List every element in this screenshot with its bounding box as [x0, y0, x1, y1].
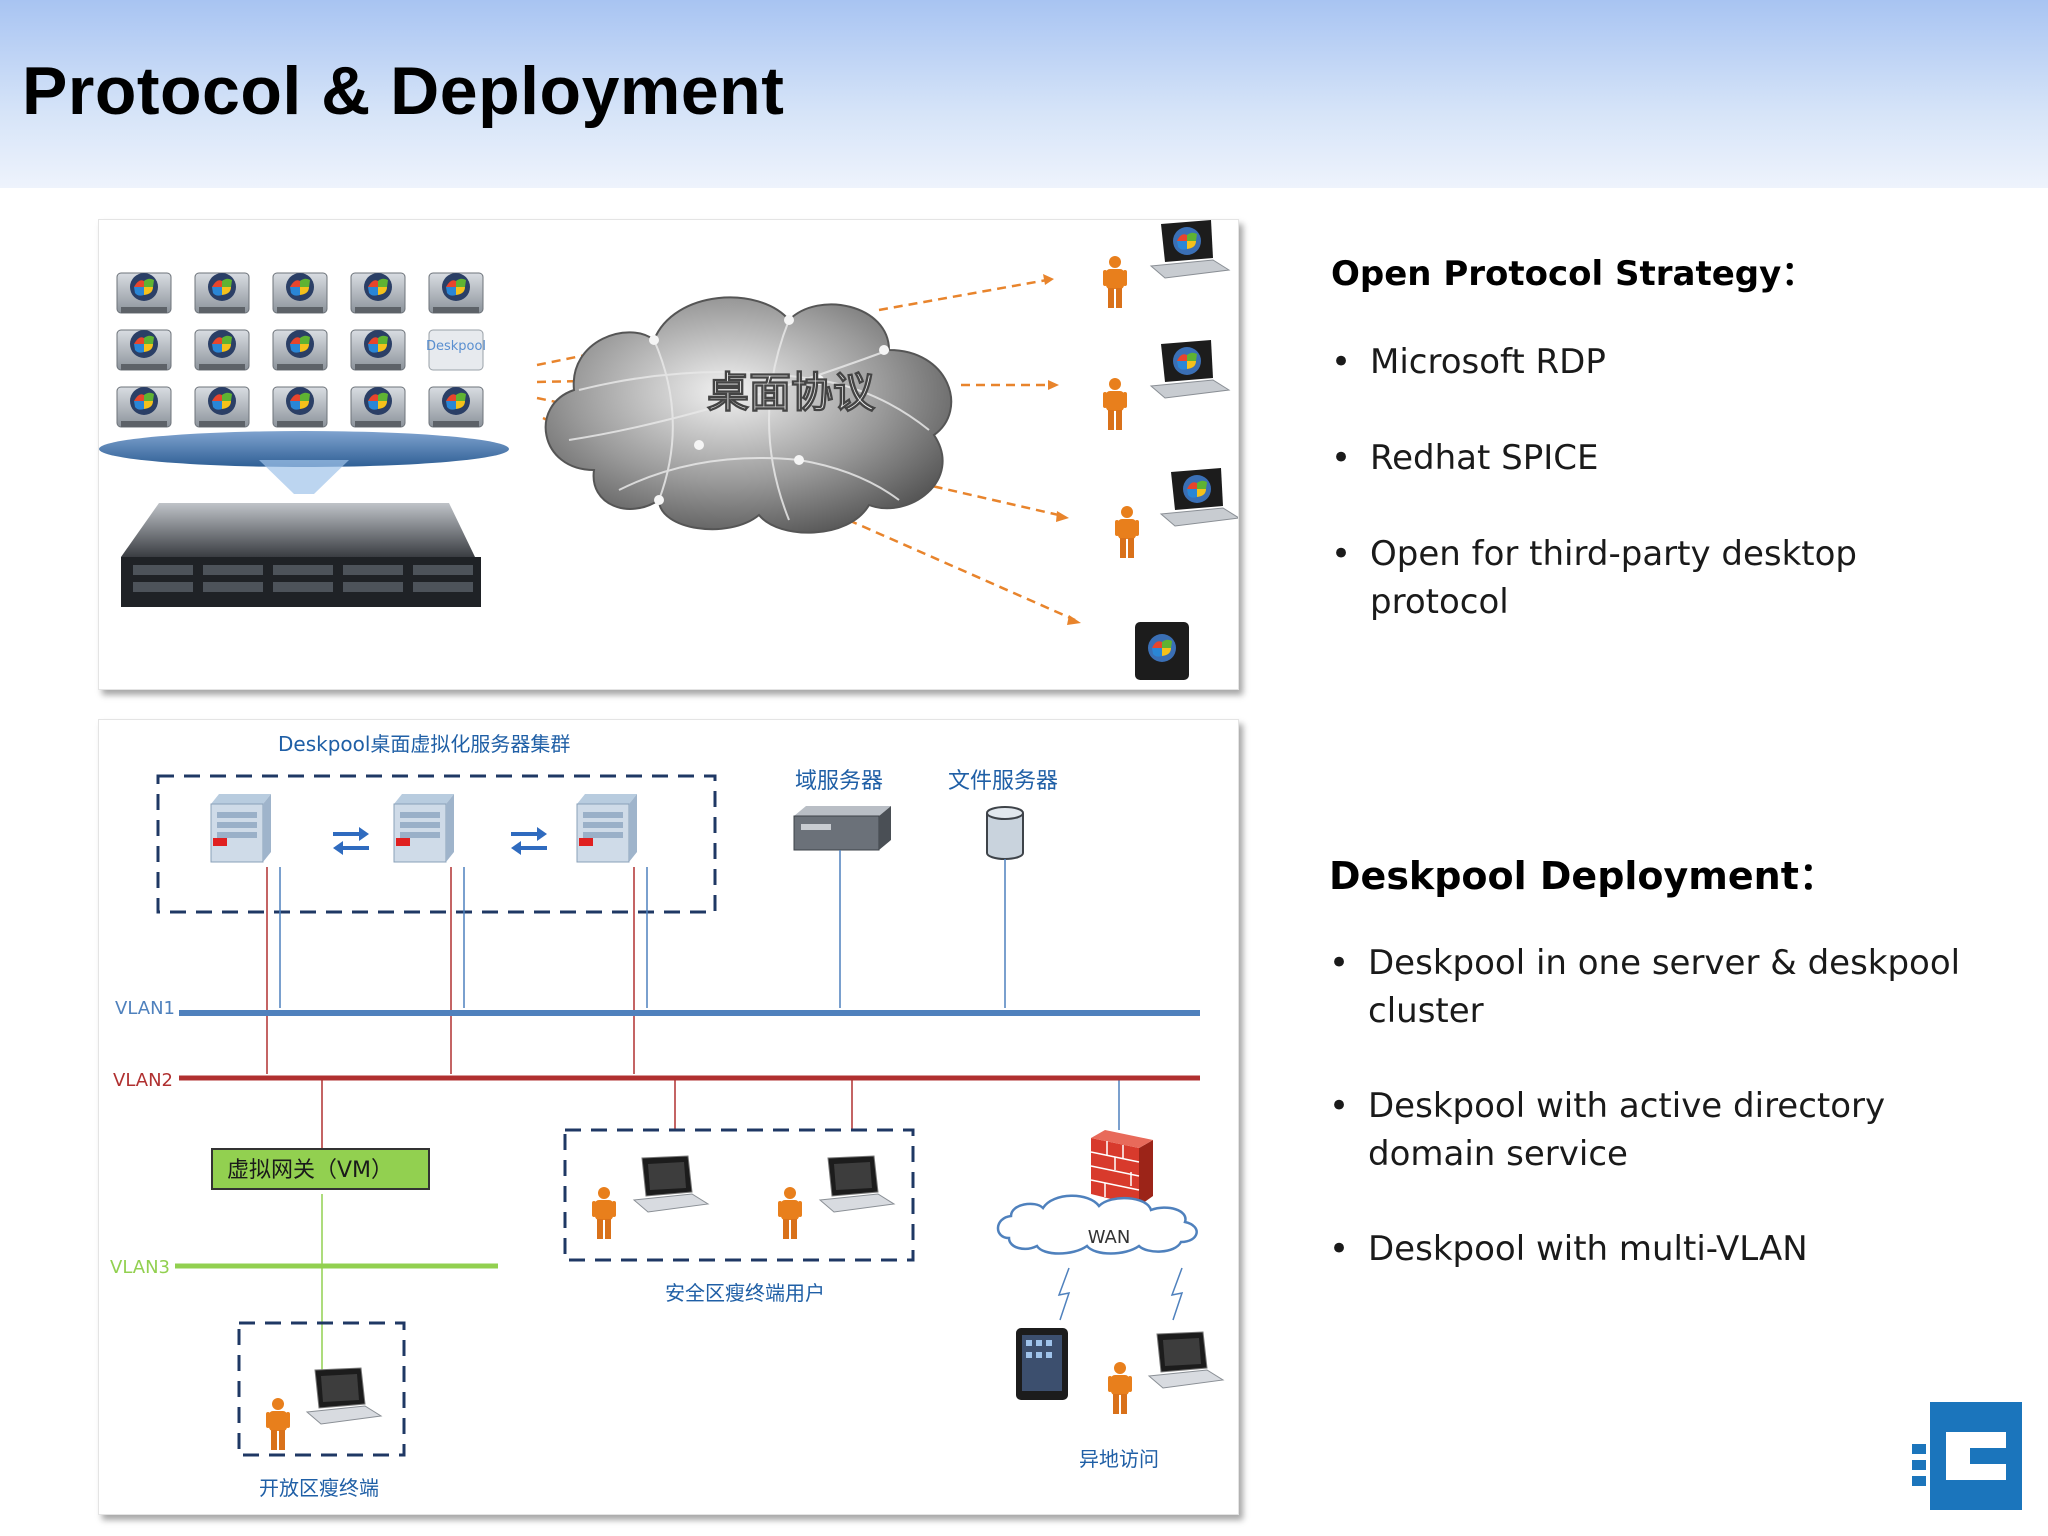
secure-user-2: [778, 1155, 895, 1239]
bullet: •: [1329, 1229, 1350, 1269]
cloud-label: 桌面协议: [707, 368, 876, 417]
firewall-icon: [1090, 1130, 1153, 1206]
open-zone-box: [237, 1321, 406, 1457]
file-server-icon: [986, 806, 1024, 860]
open-protocol-heading: Open Protocol Strategy：: [1331, 254, 1816, 294]
list-item: • Deskpool with active directory domain s…: [1329, 1082, 1979, 1178]
wireless-link-icons: [1057, 1267, 1184, 1321]
wan-cloud-icon: WAN: [996, 1194, 1198, 1255]
vlan-drop-lines: [266, 850, 1120, 1370]
deskpool-server-icon: Deskpool: [426, 329, 486, 371]
tablet-client-icon: [1135, 622, 1189, 680]
gateway-label: 虚拟网关（VM）: [227, 1158, 393, 1183]
tablet-icon: [1016, 1328, 1068, 1400]
cluster-server-2: [393, 793, 455, 863]
sync-arrows-icon: [511, 827, 547, 855]
client-user-2: [1103, 339, 1230, 430]
desktop-protocol-cloud: 桌面协议: [544, 296, 953, 534]
rack-server-icon: [99, 431, 509, 607]
client-user-1: [1103, 219, 1230, 308]
secure-zone-box: [563, 1128, 915, 1262]
secure-user-1: [592, 1155, 709, 1239]
virtual-gateway-box: [211, 1148, 430, 1190]
list-item-text: Deskpool with active directory domain se…: [1368, 1086, 1886, 1174]
cluster-server-3: [576, 793, 638, 863]
list-item: • Open for third-party desktop protocol: [1331, 530, 1951, 626]
protocol-diagram: Deskpool: [98, 219, 1240, 690]
deployment-diagram: Deskpool桌面虚拟化服务器集群 域服务器 文件服务器: [98, 719, 1239, 1515]
bullet: •: [1331, 534, 1352, 574]
list-item-text: Open for third-party desktop protocol: [1370, 534, 1858, 622]
deskpool-logo-icon: [1912, 1402, 2022, 1510]
client-user-3: [1115, 467, 1240, 558]
vlan3-label: VLAN3: [110, 1257, 170, 1278]
list-item-text: Deskpool in one server & deskpool cluste…: [1368, 943, 1961, 1031]
list-item: • Deskpool with multi-VLAN: [1329, 1225, 1979, 1273]
server-cluster-box: [156, 774, 717, 914]
remote-user: [1108, 1331, 1224, 1414]
open-zone-label: 开放区瘦终端: [259, 1476, 379, 1500]
domain-server-label: 域服务器: [795, 769, 883, 794]
deployment-list: • Deskpool in one server & deskpool clust…: [1329, 939, 1979, 1320]
cluster-label: Deskpool桌面虚拟化服务器集群: [278, 732, 570, 756]
deskpool-server-label: Deskpool: [426, 339, 486, 354]
slide-title: Protocol & Deployment: [22, 53, 785, 129]
vlan1-label: VLAN1: [115, 998, 175, 1019]
wan-label: WAN: [1088, 1227, 1131, 1248]
list-item-text: Redhat SPICE: [1370, 438, 1599, 478]
deployment-heading: Deskpool Deployment：: [1329, 854, 1837, 898]
list-item: • Deskpool in one server & deskpool clust…: [1329, 939, 1979, 1035]
bullet: •: [1329, 1086, 1350, 1126]
remote-access-label: 异地访问: [1079, 1447, 1159, 1471]
list-item-text: Microsoft RDP: [1370, 342, 1606, 382]
bullet: •: [1331, 342, 1352, 382]
header-banner: Protocol & Deployment: [0, 0, 2048, 188]
open-protocol-list: • Microsoft RDP • Redhat SPICE • Open for t…: [1331, 338, 1951, 674]
list-item: • Redhat SPICE: [1331, 434, 1951, 482]
domain-server-icon: [793, 806, 891, 851]
secure-users-label: 安全区瘦终端用户: [665, 1281, 825, 1305]
file-server-label: 文件服务器: [948, 769, 1058, 794]
vlan2-label: VLAN2: [113, 1070, 173, 1091]
bullet: •: [1331, 438, 1352, 478]
list-item: • Microsoft RDP: [1331, 338, 1951, 386]
cluster-server-1: [210, 793, 272, 863]
bullet: •: [1329, 943, 1350, 983]
list-item-text: Deskpool with multi-VLAN: [1368, 1229, 1808, 1269]
sync-arrows-icon: [333, 827, 369, 855]
open-zone-user: [266, 1367, 382, 1450]
